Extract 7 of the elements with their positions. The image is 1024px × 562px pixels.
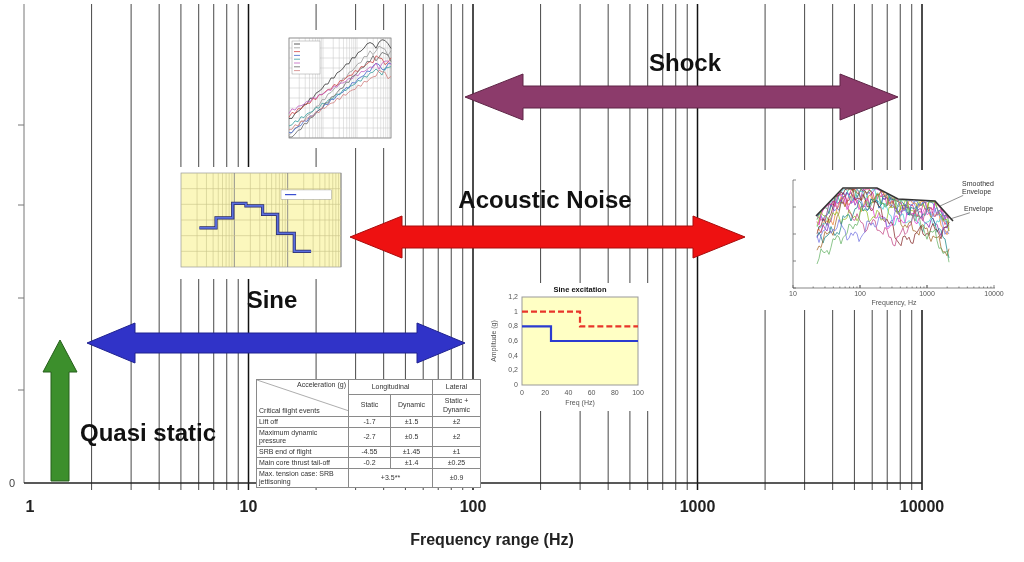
tick-label: 10: [239, 497, 258, 517]
tick-label: 1000: [679, 497, 716, 517]
tick-label: 10000: [899, 497, 945, 517]
tick-label: 1: [25, 497, 35, 517]
tick-label: 0: [8, 476, 16, 490]
tick-label: 100: [459, 497, 487, 517]
axis-title: Frequency range (Hz): [410, 530, 574, 550]
